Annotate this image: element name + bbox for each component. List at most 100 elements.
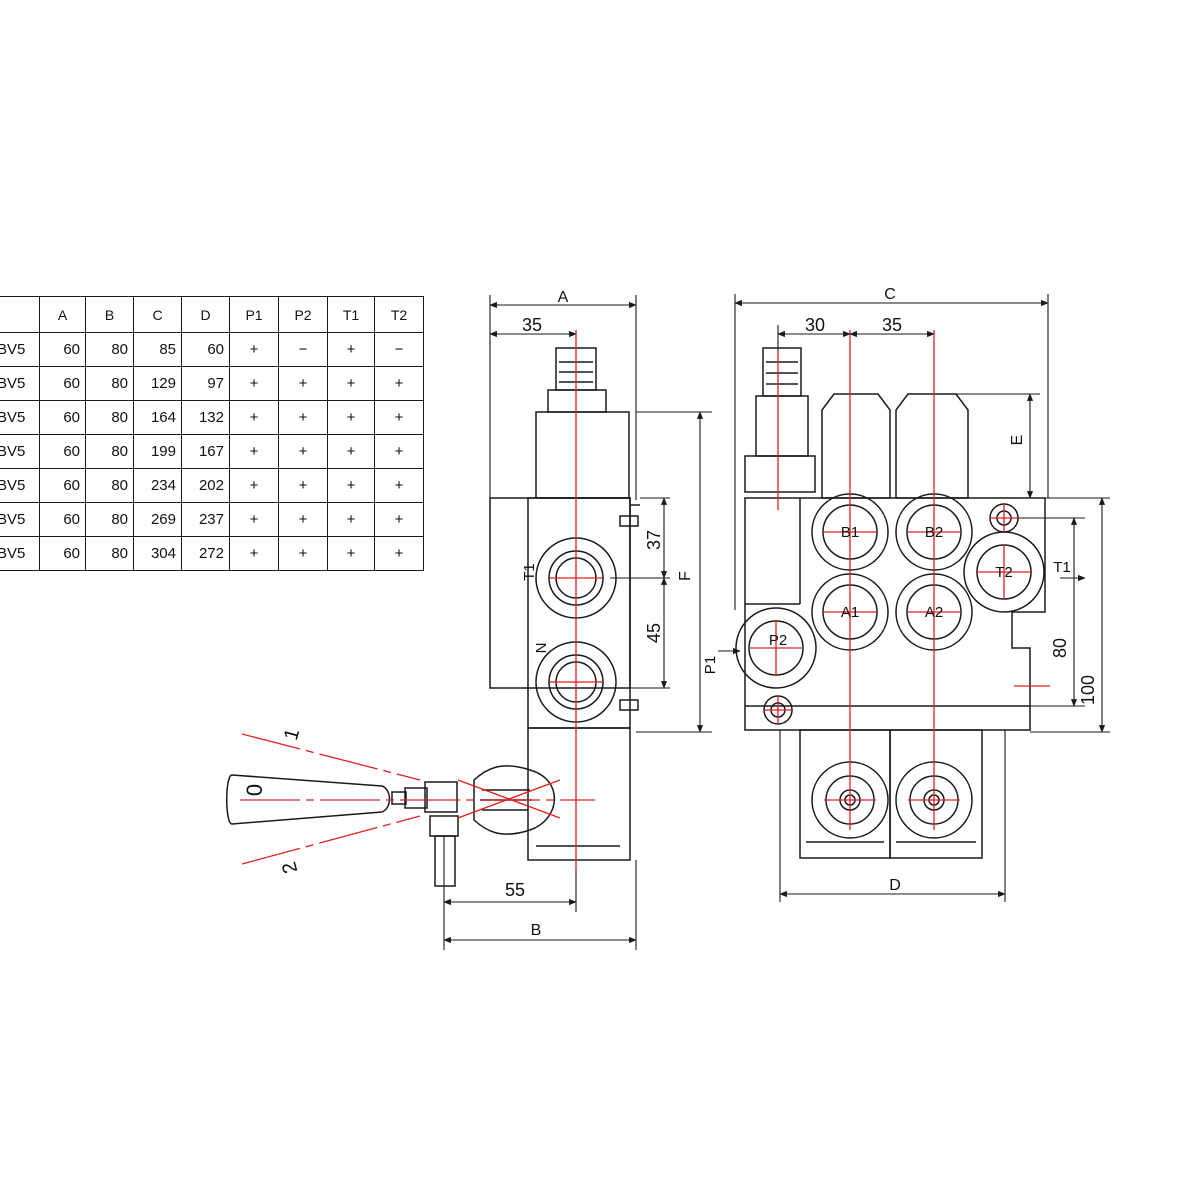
table-row: BV56080304272++++ <box>0 536 424 571</box>
dim-d-label: D <box>889 877 901 894</box>
table-row: BV56080164132++++ <box>0 400 424 435</box>
table-cell: + <box>374 468 424 503</box>
side-view-centerlines <box>240 330 602 870</box>
lever-position-1: 1 <box>280 726 304 742</box>
table-header-cell: P2 <box>278 296 328 333</box>
dim-a-label: A <box>558 289 569 306</box>
model-text: BV5 <box>0 341 26 358</box>
front-view-labels: C 30 35 E B1 B2 A1 A2 T2 P2 T1 P1 80 100… <box>702 286 1098 894</box>
dim-100-label: 100 <box>1078 675 1098 705</box>
table-header-cell: B <box>85 296 134 333</box>
table-header-cell: T2 <box>374 296 424 333</box>
cap-b1 <box>821 393 891 499</box>
table-cell: + <box>229 468 279 503</box>
table-cell: 60 <box>39 400 86 435</box>
top-cap <box>547 389 607 413</box>
dim-b-label: B <box>531 922 542 939</box>
model-text: BV5 <box>0 545 26 562</box>
lever-boot <box>473 765 556 835</box>
label-t1-front: T1 <box>1053 559 1071 576</box>
lever-position-0: 0 <box>242 784 267 796</box>
table-cell: 60 <box>39 468 86 503</box>
dim-c-label: C <box>884 286 896 303</box>
port-p2-label: P2 <box>769 632 787 649</box>
table-cell: + <box>374 434 424 469</box>
table-cell: 132 <box>181 400 230 435</box>
table-cell: + <box>374 502 424 537</box>
table-cell: + <box>278 400 328 435</box>
dim-55-label: 55 <box>505 880 525 900</box>
table-cell: + <box>374 536 424 571</box>
lever-housing <box>527 727 631 861</box>
table-cell: 60 <box>39 434 86 469</box>
table-cell: + <box>229 400 279 435</box>
dim-45-label: 45 <box>644 623 664 643</box>
table-cell: + <box>278 536 328 571</box>
lever-handle <box>226 774 391 825</box>
front-view-centerlines <box>750 330 1050 830</box>
dim-37-label: 37 <box>644 530 664 550</box>
side-view <box>226 347 640 887</box>
table-cell: 199 <box>133 434 182 469</box>
table-cell: 80 <box>85 400 134 435</box>
table-row: BV56080269237++++ <box>0 502 424 537</box>
table-cell: 80 <box>85 502 134 537</box>
table-cell: + <box>327 434 375 469</box>
port-a2-label: A2 <box>925 604 943 621</box>
cap-b2 <box>895 393 969 499</box>
table-cell: + <box>374 400 424 435</box>
port-a1-label: A1 <box>841 604 859 621</box>
table-cell: 269 <box>133 502 182 537</box>
table-cell: 80 <box>85 332 134 367</box>
side-view-dimensions <box>443 295 712 950</box>
table-cell: + <box>278 366 328 401</box>
model-text: BV5 <box>0 375 26 392</box>
table-row: BV560808560+−+− <box>0 332 424 367</box>
specification-table: ABCDP1P2T1T2BV560808560+−+−BV5608012997+… <box>0 296 424 571</box>
port-b2-label: B2 <box>925 524 943 541</box>
table-cell: 80 <box>85 468 134 503</box>
bottom-block-2 <box>889 729 983 859</box>
dim-f-label: F <box>677 571 694 581</box>
dim-80-label: 80 <box>1050 638 1070 658</box>
port-b1-label: B1 <box>841 524 859 541</box>
port-t1-label: T1 <box>521 563 538 581</box>
table-cell: + <box>278 434 328 469</box>
table-cell: 202 <box>181 468 230 503</box>
table-cell: 60 <box>39 332 86 367</box>
table-row: BV56080199167++++ <box>0 434 424 469</box>
model-text: BV5 <box>0 443 26 460</box>
table-cell-model: BV5 <box>0 366 40 401</box>
table-cell: + <box>229 366 279 401</box>
table-cell: 60 <box>39 366 86 401</box>
table-cell: − <box>374 332 424 367</box>
table-header-cell: P1 <box>229 296 279 333</box>
front-view <box>735 347 1046 859</box>
label-p1-front: P1 <box>702 656 719 674</box>
lever-position-2: 2 <box>278 859 302 875</box>
dim-e-label: E <box>1009 435 1026 446</box>
table-cell: 167 <box>181 434 230 469</box>
model-text: BV5 <box>0 511 26 528</box>
table-header-cell: T1 <box>327 296 375 333</box>
table-cell: 234 <box>133 468 182 503</box>
dim-30-label: 30 <box>805 315 825 335</box>
table-cell: 80 <box>85 536 134 571</box>
model-text: BV5 <box>0 409 26 426</box>
table-cell-model: BV5 <box>0 536 40 571</box>
table-cell: + <box>327 536 375 571</box>
top-housing <box>535 411 630 499</box>
front-view-dimensions <box>718 294 1110 902</box>
dim-35-label-front: 35 <box>882 315 902 335</box>
table-cell: + <box>278 468 328 503</box>
table-cell: + <box>278 502 328 537</box>
table-cell: 60 <box>39 502 86 537</box>
model-text: BV5 <box>0 477 26 494</box>
bottom-block-1 <box>799 729 891 859</box>
front-top-fitting <box>762 347 802 397</box>
table-cell-model: BV5 <box>0 400 40 435</box>
port-t2-label: T2 <box>995 564 1013 581</box>
dim-35-label: 35 <box>522 315 542 335</box>
